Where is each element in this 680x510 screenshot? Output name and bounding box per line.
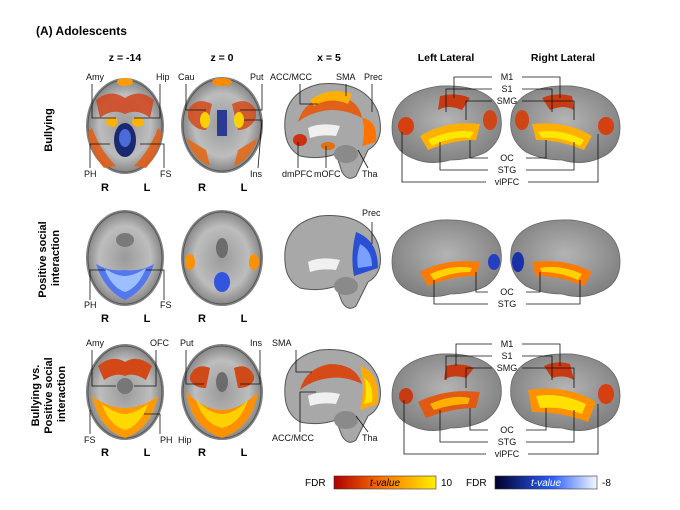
label-oc-row2: OC (500, 287, 514, 297)
orientation-r-row2-a: R (101, 313, 109, 325)
label-oc-row1: OC (500, 153, 514, 163)
label-hip-row1: Hip (156, 72, 170, 82)
column-header-z-minus-14: z = -14 (109, 52, 142, 64)
label-oc-row3: OC (500, 425, 514, 435)
label-prec-row2: Prec (362, 208, 381, 218)
label-prec-row1: Prec (364, 72, 383, 82)
label-sma-row1: SMA (336, 72, 356, 82)
brain-sagittal-x5-row1 (284, 83, 381, 179)
label-ins-row3: Ins (250, 338, 263, 348)
label-ofc-row3: OFC (150, 338, 169, 348)
label-s1-row3: S1 (501, 351, 512, 361)
label-dmpfc-row1: dmPFC (282, 169, 313, 179)
colorbar-negative-max: -8 (602, 478, 611, 489)
brain-left-lateral-row2 (391, 219, 502, 297)
orientation-r-row1-a: R (101, 182, 109, 194)
label-smg-row3: SMG (497, 363, 518, 373)
label-acc-mcc-row3: ACC/MCC (272, 433, 314, 443)
label-amy-row3: Amy (86, 338, 105, 348)
orientation-l-row3-b: L (241, 447, 248, 459)
label-put-row1: Put (250, 72, 264, 82)
label-stg-row1: STG (498, 165, 517, 175)
brain-axial-z-14-row3 (86, 344, 164, 440)
row-label-bullying: Bullying (43, 108, 55, 151)
row-label-positive-social-interaction: Positive social interaction (37, 218, 62, 298)
label-mofc-row1: mOFC (314, 169, 341, 179)
colorbar-negative-fdr: FDR (466, 478, 487, 489)
column-header-right-lateral: Right Lateral (531, 52, 595, 64)
orientation-l-row1-a: L (144, 182, 151, 194)
orientation-l-row3-a: L (144, 447, 151, 459)
panel-title: (A) Adolescents (36, 24, 127, 38)
label-sma-row3: SMA (272, 338, 292, 348)
orientation-r-row1-b: R (198, 182, 206, 194)
colorbar-positive-max: 10 (441, 478, 453, 489)
brain-axial-z0-row3 (181, 344, 263, 440)
label-fs-row2: FS (160, 300, 172, 310)
label-vlpfc-row3: vlPFC (495, 449, 520, 459)
label-m1-row1: M1 (501, 72, 514, 82)
leader-lines (89, 76, 599, 455)
label-stg-row2: STG (498, 299, 517, 309)
brain-axial-z-14-row2 (86, 210, 164, 306)
orientation-l-row1-b: L (241, 182, 248, 194)
column-header-z-0: z = 0 (210, 52, 233, 64)
brain-axial-z-14-row1 (86, 78, 164, 174)
brain-right-lateral-row3 (510, 353, 621, 431)
brain-sagittal-x5-row2 (284, 215, 381, 309)
brain-right-lateral-row1 (510, 85, 621, 163)
label-ph-row3: PH (160, 435, 173, 445)
row-label-bullying-vs-positive: Bullying vs. Positive social interaction (30, 354, 68, 434)
brain-left-lateral-row1 (391, 85, 502, 163)
orientation-l-row2-a: L (144, 313, 151, 325)
label-s1-row1: S1 (501, 84, 512, 94)
colorbar-positive: FDR t-value 10 (305, 475, 453, 490)
label-put-row3: Put (180, 338, 194, 348)
label-vlpfc-row1: vlPFC (495, 177, 520, 187)
label-tha-row1: Tha (362, 169, 378, 179)
brain-axial-z0-row2 (181, 210, 263, 306)
label-fs-row3: FS (84, 435, 96, 445)
label-acc-mcc-row1: ACC/MCC (270, 72, 312, 82)
colorbar-negative: FDR t-value -8 (466, 475, 611, 490)
colorbar-positive-label: t-value (370, 478, 400, 489)
label-smg-row1: SMG (497, 96, 518, 106)
label-ph-row1: PH (84, 169, 97, 179)
orientation-r-row3-a: R (101, 447, 109, 459)
label-ph-row2: PH (84, 300, 97, 310)
brain-right-lateral-row2 (510, 219, 621, 297)
brain-sagittal-x5-row3 (284, 349, 381, 443)
brain-left-lateral-row3 (391, 353, 502, 431)
colorbar-positive-fdr: FDR (305, 478, 326, 489)
colorbar-negative-label: t-value (531, 478, 561, 489)
label-m1-row3: M1 (501, 339, 514, 349)
orientation-l-row2-b: L (241, 313, 248, 325)
label-stg-row3: STG (498, 437, 517, 447)
label-amy-row1: Amy (86, 72, 105, 82)
label-fs-row1: FS (160, 169, 172, 179)
column-header-x-5: x = 5 (317, 52, 341, 64)
label-tha-row3: Tha (362, 433, 378, 443)
orientation-r-row3-b: R (198, 447, 206, 459)
label-hip-row3: Hip (178, 435, 192, 445)
label-cau-row1: Cau (178, 72, 195, 82)
column-header-left-lateral: Left Lateral (418, 52, 475, 64)
brain-axial-z0-row1 (181, 77, 263, 173)
orientation-r-row2-b: R (198, 313, 206, 325)
label-ins-row1: Ins (250, 169, 263, 179)
